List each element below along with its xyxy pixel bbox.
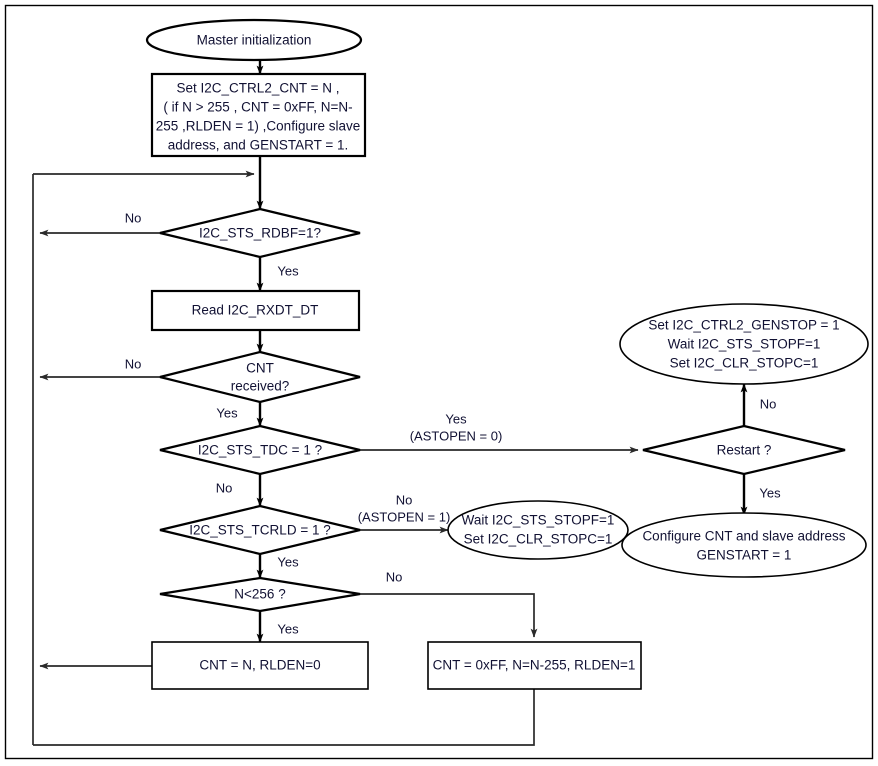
node-configure-cnt-line-2: GENSTART = 1: [697, 548, 792, 563]
node-configure-cnt: Configure CNT and slave address GENSTART…: [621, 512, 867, 578]
node-wait-stop: Wait I2C_STS_STOPF=1 Set I2C_CLR_STOPC=1: [447, 500, 629, 560]
edge-label-cnt-yes: Yes: [216, 405, 238, 420]
node-decision-cnt-received-line-1: CNT: [246, 361, 274, 376]
edge-label-cnt-no: No: [125, 356, 142, 371]
node-init-config-line-3: 255 ,RLDEN = 1) ,Configure slave: [156, 119, 360, 134]
node-init-config-line-2: ( if N > 255 , CNT = 0xFF, N=N-: [163, 100, 352, 115]
node-decision-tcrld-label: I2C_STS_TCRLD = 1 ?: [189, 523, 330, 538]
node-decision-tcrld: I2C_STS_TCRLD = 1 ?: [159, 504, 361, 556]
edge-label-rdbf-yes: Yes: [277, 263, 299, 278]
edge-label-tcrld-no-line-2: (ASTOPEN = 1): [358, 509, 451, 524]
node-cnt-n: CNT = N, RLDEN=0: [151, 641, 369, 690]
node-master-initialization: Master initialization: [145, 18, 363, 62]
node-genstop-line-3: Set I2C_CLR_STOPC=1: [670, 356, 819, 371]
node-read-rxdt-label: Read I2C_RXDT_DT: [192, 303, 319, 318]
node-cnt-n-label: CNT = N, RLDEN=0: [199, 658, 320, 673]
node-wait-stop-line-2: Set I2C_CLR_STOPC=1: [464, 532, 613, 547]
edge-label-n256-no: No: [386, 569, 403, 584]
node-configure-cnt-line-1: Configure CNT and slave address: [642, 529, 845, 544]
node-decision-cnt-received: CNT received?: [159, 350, 361, 404]
node-read-rxdt: Read I2C_RXDT_DT: [150, 289, 361, 332]
node-decision-rdbf-label: I2C_STS_RDBF=1?: [199, 226, 321, 241]
connector-n256-no: [360, 593, 538, 638]
node-decision-restart: Restart ?: [642, 424, 846, 476]
edge-label-n256-yes: Yes: [277, 621, 299, 636]
node-decision-tdc-label: I2C_STS_TDC = 1 ?: [198, 443, 322, 458]
node-cnt-ff-label: CNT = 0xFF, N=N-255, RLDEN=1: [433, 658, 636, 673]
edge-label-restart-yes: Yes: [759, 485, 781, 500]
node-decision-rdbf: I2C_STS_RDBF=1?: [159, 207, 361, 259]
node-wait-stop-line-1: Wait I2C_STS_STOPF=1: [462, 513, 615, 528]
node-init-config-line-4: address, and GENSTART = 1.: [168, 138, 348, 153]
node-decision-n-lt-256-label: N<256 ?: [234, 587, 285, 602]
edge-label-tcrld-no-line-1: No: [396, 492, 413, 507]
node-cnt-ff: CNT = 0xFF, N=N-255, RLDEN=1: [427, 641, 642, 690]
edge-label-tdc-yes-line-1: Yes: [445, 411, 467, 426]
connector-cntff-to-rail: [33, 689, 535, 746]
edge-label-tcrld-yes: Yes: [277, 554, 299, 569]
node-genstop-line-1: Set I2C_CTRL2_GENSTOP = 1: [648, 318, 839, 333]
node-decision-restart-label: Restart ?: [717, 443, 772, 458]
node-master-initialization-label: Master initialization: [197, 33, 312, 48]
node-genstop: Set I2C_CTRL2_GENSTOP = 1 Wait I2C_STS_S…: [619, 303, 869, 385]
node-init-config-line-1: Set I2C_CTRL2_CNT = N ,: [177, 81, 340, 96]
edge-label-tdc-yes-line-2: (ASTOPEN = 0): [410, 428, 503, 443]
edge-label-rdbf-no: No: [125, 210, 142, 225]
node-init-config: Set I2C_CTRL2_CNT = N , ( if N > 255 , C…: [150, 72, 367, 158]
node-decision-n-lt-256: N<256 ?: [159, 576, 361, 613]
node-genstop-line-2: Wait I2C_STS_STOPF=1: [668, 337, 821, 352]
node-decision-tdc: I2C_STS_TDC = 1 ?: [159, 424, 361, 476]
edge-label-restart-no: No: [760, 396, 777, 411]
page-frame: [4, 4, 874, 760]
edge-label-tdc-no: No: [216, 480, 233, 495]
node-decision-cnt-received-line-2: received?: [231, 379, 290, 394]
